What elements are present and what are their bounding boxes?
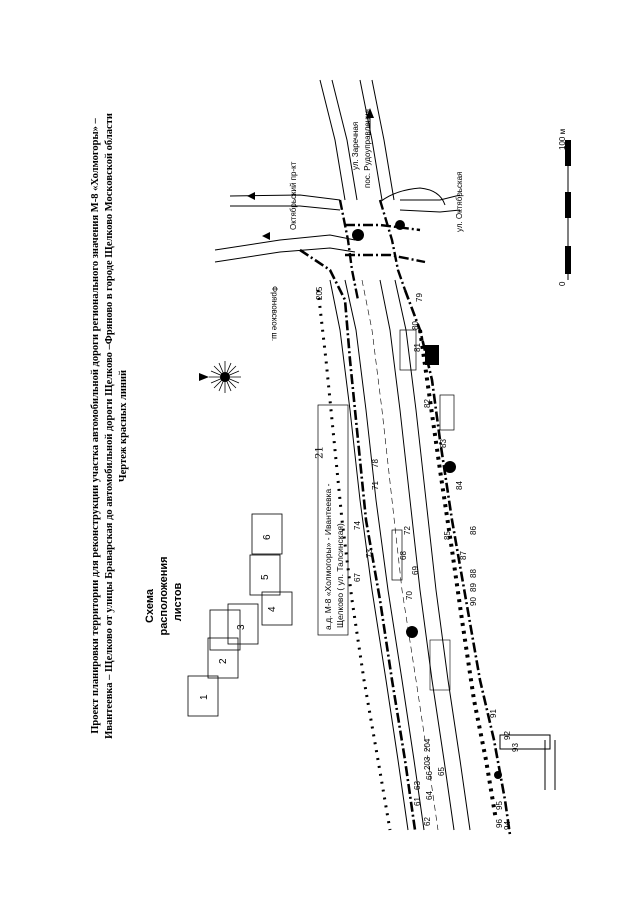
sheet-4-label: 4 bbox=[267, 606, 278, 612]
point-81: 81 bbox=[413, 343, 422, 352]
point-89: 89 bbox=[469, 583, 478, 592]
road-sign-icon bbox=[406, 626, 418, 638]
point-95: 95 bbox=[495, 801, 504, 810]
point-84: 84 bbox=[455, 481, 464, 490]
intersection-area bbox=[214, 79, 461, 301]
point-83: 83 bbox=[439, 439, 448, 448]
sheet-5-label: 5 bbox=[260, 574, 271, 580]
point-92: 92 bbox=[503, 731, 512, 740]
scheme-title-3: листов bbox=[172, 582, 184, 621]
point-67: 67 bbox=[353, 573, 362, 582]
main-road-corridor bbox=[299, 248, 556, 836]
point-74: 74 bbox=[353, 521, 362, 530]
street-label-fryanovskoe: Фряновское ш. bbox=[270, 286, 279, 341]
sheet-6-frame bbox=[251, 513, 283, 555]
sheet-1-label: 1 bbox=[199, 694, 210, 700]
point-71: 71 bbox=[371, 481, 380, 490]
point-68: 68 bbox=[399, 551, 408, 560]
north-arrow-icon bbox=[199, 361, 241, 393]
point-69: 69 bbox=[411, 566, 420, 575]
point-204: 204 bbox=[423, 738, 432, 752]
point-203: 203 bbox=[423, 756, 432, 770]
sheet-3-label: 3 bbox=[236, 624, 247, 630]
point-79: 79 bbox=[415, 293, 424, 302]
point-72: 72 bbox=[403, 526, 412, 535]
sheet-3b-frame bbox=[227, 603, 259, 645]
point-82: 82 bbox=[423, 399, 432, 408]
point-61: 61 bbox=[413, 797, 422, 806]
sheet-3-frame bbox=[209, 609, 241, 651]
sheet-6-label: 6 bbox=[262, 534, 273, 540]
point-88: 88 bbox=[469, 569, 478, 578]
point-96: 96 bbox=[495, 819, 504, 828]
sheet-2-frame bbox=[207, 637, 239, 679]
direction-arrow-icon bbox=[262, 232, 270, 240]
scale-zero: 0 bbox=[558, 281, 567, 286]
point-62: 62 bbox=[423, 817, 432, 826]
road-sign-icon bbox=[444, 461, 456, 473]
road-sign-icon bbox=[352, 229, 364, 241]
point-91: 91 bbox=[489, 709, 498, 718]
sheet-1-frame bbox=[187, 675, 219, 717]
sheet-4-frame bbox=[261, 591, 293, 626]
sheet-5-frame bbox=[249, 554, 281, 596]
direction-arrow-icon bbox=[247, 192, 255, 200]
point-70: 70 bbox=[405, 591, 414, 600]
sheet-2-label: 2 bbox=[218, 658, 229, 664]
scheme-title-1: Схема bbox=[144, 588, 156, 623]
point-65: 65 bbox=[437, 767, 446, 776]
road-sign-icon bbox=[395, 220, 405, 230]
point-94: 94 bbox=[503, 821, 512, 830]
point-86: 86 bbox=[469, 526, 478, 535]
street-label-oktyabrskaya: ул. Октябрьская bbox=[455, 172, 464, 232]
point-66: 66 bbox=[425, 771, 434, 780]
point-78: 78 bbox=[371, 459, 380, 468]
point-73: 73 bbox=[365, 549, 374, 558]
direction-arrow-icon bbox=[366, 108, 374, 118]
point-64: 64 bbox=[425, 791, 434, 800]
road-sign-icon bbox=[494, 771, 502, 779]
point-205: 205 bbox=[315, 286, 324, 300]
street-label-rudoupravleniya: пос. Рудоуправления bbox=[363, 109, 372, 188]
street-label-main-road-2: Щелково ( ул. Талсинская) bbox=[335, 523, 345, 628]
street-label-zarechnaya: ул. Заречная bbox=[351, 122, 360, 170]
street-label-oktyabrsky: Октябрьский пр-кт bbox=[289, 161, 298, 230]
point-93: 93 bbox=[511, 743, 520, 752]
point-85: 85 bbox=[443, 531, 452, 540]
street-label-main-road-1: а.д. М-8 «Холмогоры» - Ивантеевка - bbox=[323, 483, 333, 630]
point-labels: 205 79 80 81 82 83 84 78 71 72 73 74 67 … bbox=[315, 286, 520, 830]
scheme-title-2: расположения bbox=[158, 556, 170, 635]
scale-end: 100 м bbox=[558, 129, 567, 150]
sheet-layout-scheme: 1 2 3 4 5 6 Схема расположения листов bbox=[144, 513, 293, 717]
point-80: 80 bbox=[411, 321, 420, 330]
scale-bar: 0 100 м bbox=[558, 129, 571, 286]
point-90: 90 bbox=[469, 597, 478, 606]
point-63: 63 bbox=[413, 781, 422, 790]
point-87: 87 bbox=[459, 551, 468, 560]
